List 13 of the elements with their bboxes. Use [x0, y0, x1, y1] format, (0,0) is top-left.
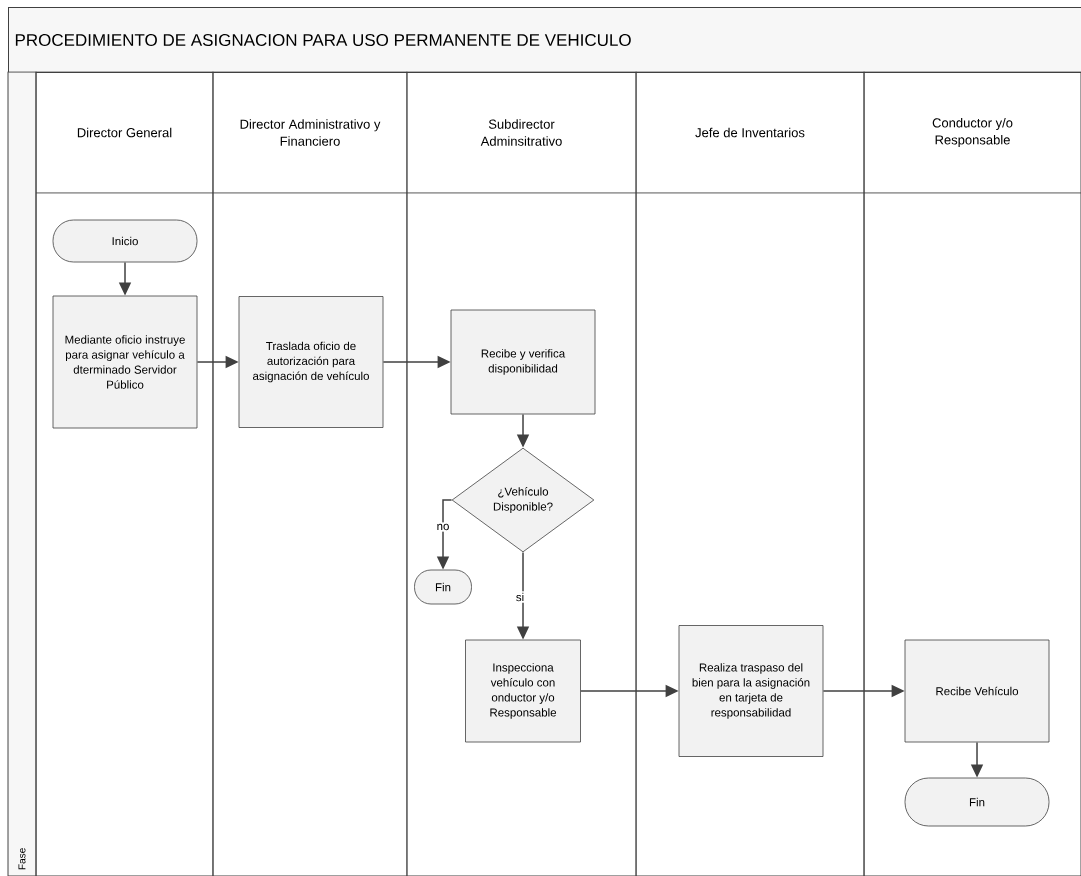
phase-band: Fase	[7, 71, 37, 876]
title-bar: PROCEDIMIENTO DE ASIGNACION PARA USO PERMANENTE DE VEHICULO	[8, 7, 1081, 73]
process-box: Recibe y verifica disponibilidad	[450, 309, 596, 415]
process-box: Traslada oficio de autorización para asignación de vehículo	[238, 296, 384, 428]
edge-label: si	[514, 591, 526, 603]
process-box: Realiza traspaso del bien para la asignación en tarjeta de responsabilidad	[678, 625, 824, 757]
edge-label: no	[435, 522, 451, 532]
process-box: Inspecciona vehículo con onductor y/o Responsable	[465, 639, 581, 743]
terminator: Fin	[414, 569, 472, 605]
terminator: Fin	[904, 777, 1050, 827]
process-box: Mediante oficio instruye para asignar vehículo a dterminado Servidor Público	[52, 295, 198, 429]
process-box: Recibe Vehículo	[904, 639, 1050, 743]
terminator: Inicio	[52, 219, 198, 263]
